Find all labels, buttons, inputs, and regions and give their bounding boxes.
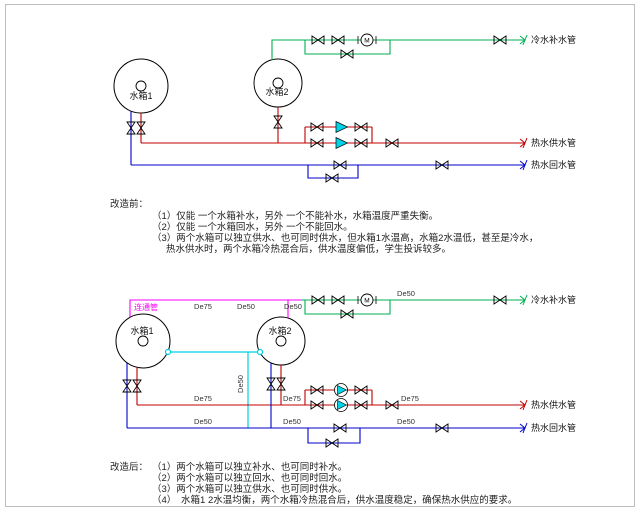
tank2-label: 水箱2 [265, 86, 288, 97]
after-line: （3）两个水箱可以独立供水、也可同时供水。 [152, 483, 347, 495]
pipe-size-label: De75 [194, 394, 212, 403]
before-line: （1）仅能 一个水箱补水，另外 一个不能补水，水箱温度严重失衡。 [152, 210, 438, 222]
tank-1: 水箱1 [115, 313, 171, 369]
tank-1: 水箱1 [113, 58, 169, 114]
pump-icon [333, 382, 349, 398]
pipe-size-label: De50 [283, 417, 301, 426]
before-line: （2）仅能 一个水箱回水，另外 一个不能回水。 [152, 221, 353, 233]
meter-bypass-line [304, 300, 391, 315]
bypass-line [307, 428, 361, 444]
bypass-line [307, 165, 359, 179]
cold-makeup-label: 冷水补水管 [531, 294, 576, 305]
before-line: 热水供水时，两个水箱冷热混合后，供水温度偏低，学生投诉较多。 [166, 243, 451, 255]
pipe-size-label: De50 [397, 417, 415, 426]
fill-pipe [129, 299, 302, 318]
tank2-label: 水箱2 [268, 325, 291, 336]
before-line: （3）两个水箱可以独立供水、也可同时供水，但水箱1水温高，水箱2水温低，甚至是冷… [152, 232, 538, 244]
hot-supply-label: 热水供水管 [531, 137, 576, 148]
after-line: （1）两个水箱可以独立补水、也可同时补水。 [152, 461, 347, 473]
after-line: （4） 水箱1 2水温均衡，两个水箱冷热混合后，供水温度稳定，确保热水供应的要求… [152, 494, 517, 506]
pipe-continuation-icon [515, 159, 528, 171]
pipe-size-label: De50 [284, 302, 302, 311]
pipe-continuation-icon [515, 399, 528, 411]
flange-icon [256, 348, 264, 356]
tank-outlet-icon [272, 77, 284, 89]
hot-supply-label: 热水供水管 [531, 399, 576, 410]
hot-return-label: 热水回水管 [531, 159, 576, 170]
after-title: 改造后： [110, 461, 148, 473]
meter-bypass-line [304, 40, 391, 55]
page-border [5, 4, 635, 507]
tank-outlet-icon [137, 335, 149, 347]
pump-icon [333, 397, 349, 413]
pipe-size-label: De75 [283, 394, 301, 403]
pipe-size-label: De75 [401, 394, 419, 403]
pipe-continuation-icon [515, 34, 528, 46]
pipe-continuation-icon [515, 422, 528, 434]
flange-icon [164, 348, 172, 356]
tank1-label: 水箱1 [129, 90, 152, 101]
pipe-size-label: De50 [397, 289, 415, 298]
pipe-continuation-icon [515, 137, 528, 149]
pipe-size-label: De75 [194, 302, 212, 311]
cold-water-pipe [271, 33, 528, 60]
connecting-pipe-label: 连通管 [134, 302, 158, 312]
hot-supply-pipe [136, 107, 528, 150]
after-notes: 改造后： （1）两个水箱可以独立补水、也可同时补水。 （2）两个水箱可以独立回水… [110, 461, 517, 506]
after-line: （2）两个水箱可以独立回水、也可同时回水。 [152, 472, 347, 484]
tank-outlet-icon [135, 80, 147, 92]
hot-return-pipe [122, 363, 528, 448]
meter-symbol: M [364, 298, 369, 305]
pipe-size-label: De50 [237, 302, 255, 311]
before-diagram: 水箱1 水箱2 M [113, 33, 576, 183]
hot-supply-pipe [132, 365, 528, 413]
pipe-size-label: De50 [194, 417, 212, 426]
pipe-line [130, 111, 516, 166]
tank-2: 水箱2 [256, 316, 306, 366]
connecting-pipe [164, 348, 264, 428]
tank1-label: 水箱1 [130, 325, 153, 336]
before-title: 改造前： [110, 198, 148, 210]
pipe-size-label: De50 [236, 375, 245, 393]
tank-2: 水箱2 [253, 58, 303, 108]
meter-symbol: M [364, 38, 369, 45]
pipe-line [271, 39, 516, 60]
after-diagram: 水箱1 水箱2 M [115, 289, 576, 448]
pump-icon [335, 136, 349, 150]
tank-outlet-icon [275, 335, 287, 347]
pipe-line [129, 299, 302, 317]
pipe-continuation-icon [515, 294, 528, 306]
pump-icon [335, 120, 349, 134]
cold-makeup-label: 冷水补水管 [531, 34, 576, 45]
hot-return-label: 热水回水管 [531, 422, 576, 433]
cold-water-pipe [302, 293, 528, 319]
hot-return-pipe [126, 111, 528, 183]
before-notes: 改造前： （1）仅能 一个水箱补水，另外 一个不能补水，水箱温度严重失衡。 （2… [110, 198, 538, 255]
